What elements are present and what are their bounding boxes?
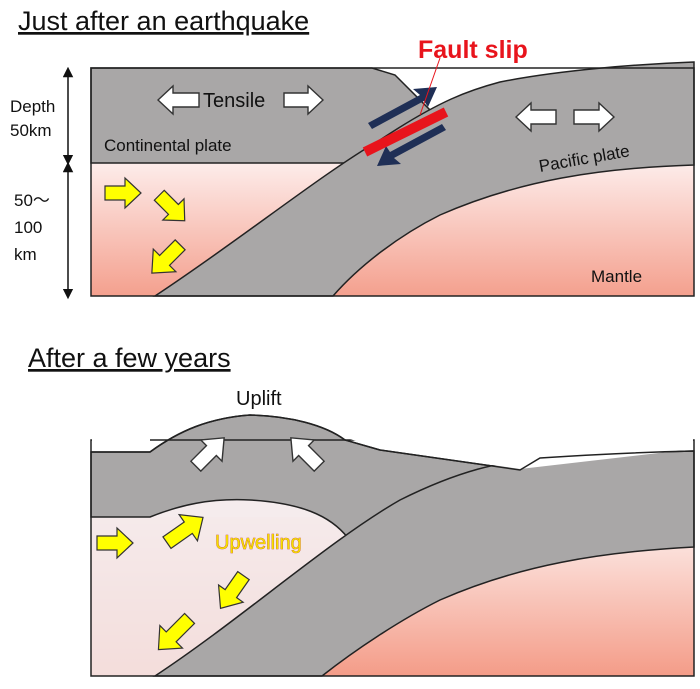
flow-arrow-1-icon [104, 176, 142, 210]
fault-leader-line [419, 57, 441, 116]
depth2-label-line1: 50〜 [14, 191, 50, 210]
bottom-surface-outline [91, 414, 695, 471]
depth2-label-line3: km [14, 245, 37, 264]
top-frame [90, 67, 695, 297]
fault-slip-marker [362, 57, 449, 166]
pacific-left-arrow-icon [514, 101, 557, 133]
flow-arrow-2-icon [153, 189, 186, 222]
pacific-right-arrow-icon [573, 101, 616, 133]
depth2-label-line2: 100 [14, 218, 42, 237]
fault-line [362, 107, 449, 157]
uplift-right-arrow-icon [290, 437, 326, 473]
continental-plate-label: Continental plate [104, 136, 232, 155]
top-panel-title: Just after an earthquake [18, 6, 309, 36]
fault-slip-label: Fault slip [418, 36, 528, 64]
flow-arrow-7-icon [157, 612, 196, 651]
flow-arrow-4-icon [96, 526, 134, 560]
flow-arrow-5-icon [162, 513, 204, 550]
pacific-plate [152, 61, 695, 297]
top-flow-arrows [104, 176, 186, 274]
tensile-right-arrow-icon [283, 84, 325, 116]
uplift-left-arrow-icon [189, 437, 225, 473]
frame-mask-right [350, 439, 693, 469]
bottom-panel-title: After a few years [28, 343, 231, 373]
depth-label-line1: Depth [10, 97, 55, 116]
bottom-flow-arrows [96, 513, 251, 651]
tensile-left-arrow-icon [156, 84, 200, 116]
depth-label-line2: 50km [10, 121, 52, 140]
top-cross-section [90, 61, 695, 297]
slip-lower-arrow-icon [377, 124, 446, 166]
uplift-label: Uplift [236, 388, 282, 410]
mantle-label: Mantle [591, 267, 642, 286]
flow-arrow-3-icon [151, 239, 186, 274]
frame-mask-left [92, 439, 150, 451]
slip-upper-arrow-icon [368, 87, 437, 129]
flow-arrow-6-icon [217, 570, 251, 610]
upwelling-label: Upwelling [215, 532, 302, 554]
tensile-label: Tensile [203, 90, 265, 112]
